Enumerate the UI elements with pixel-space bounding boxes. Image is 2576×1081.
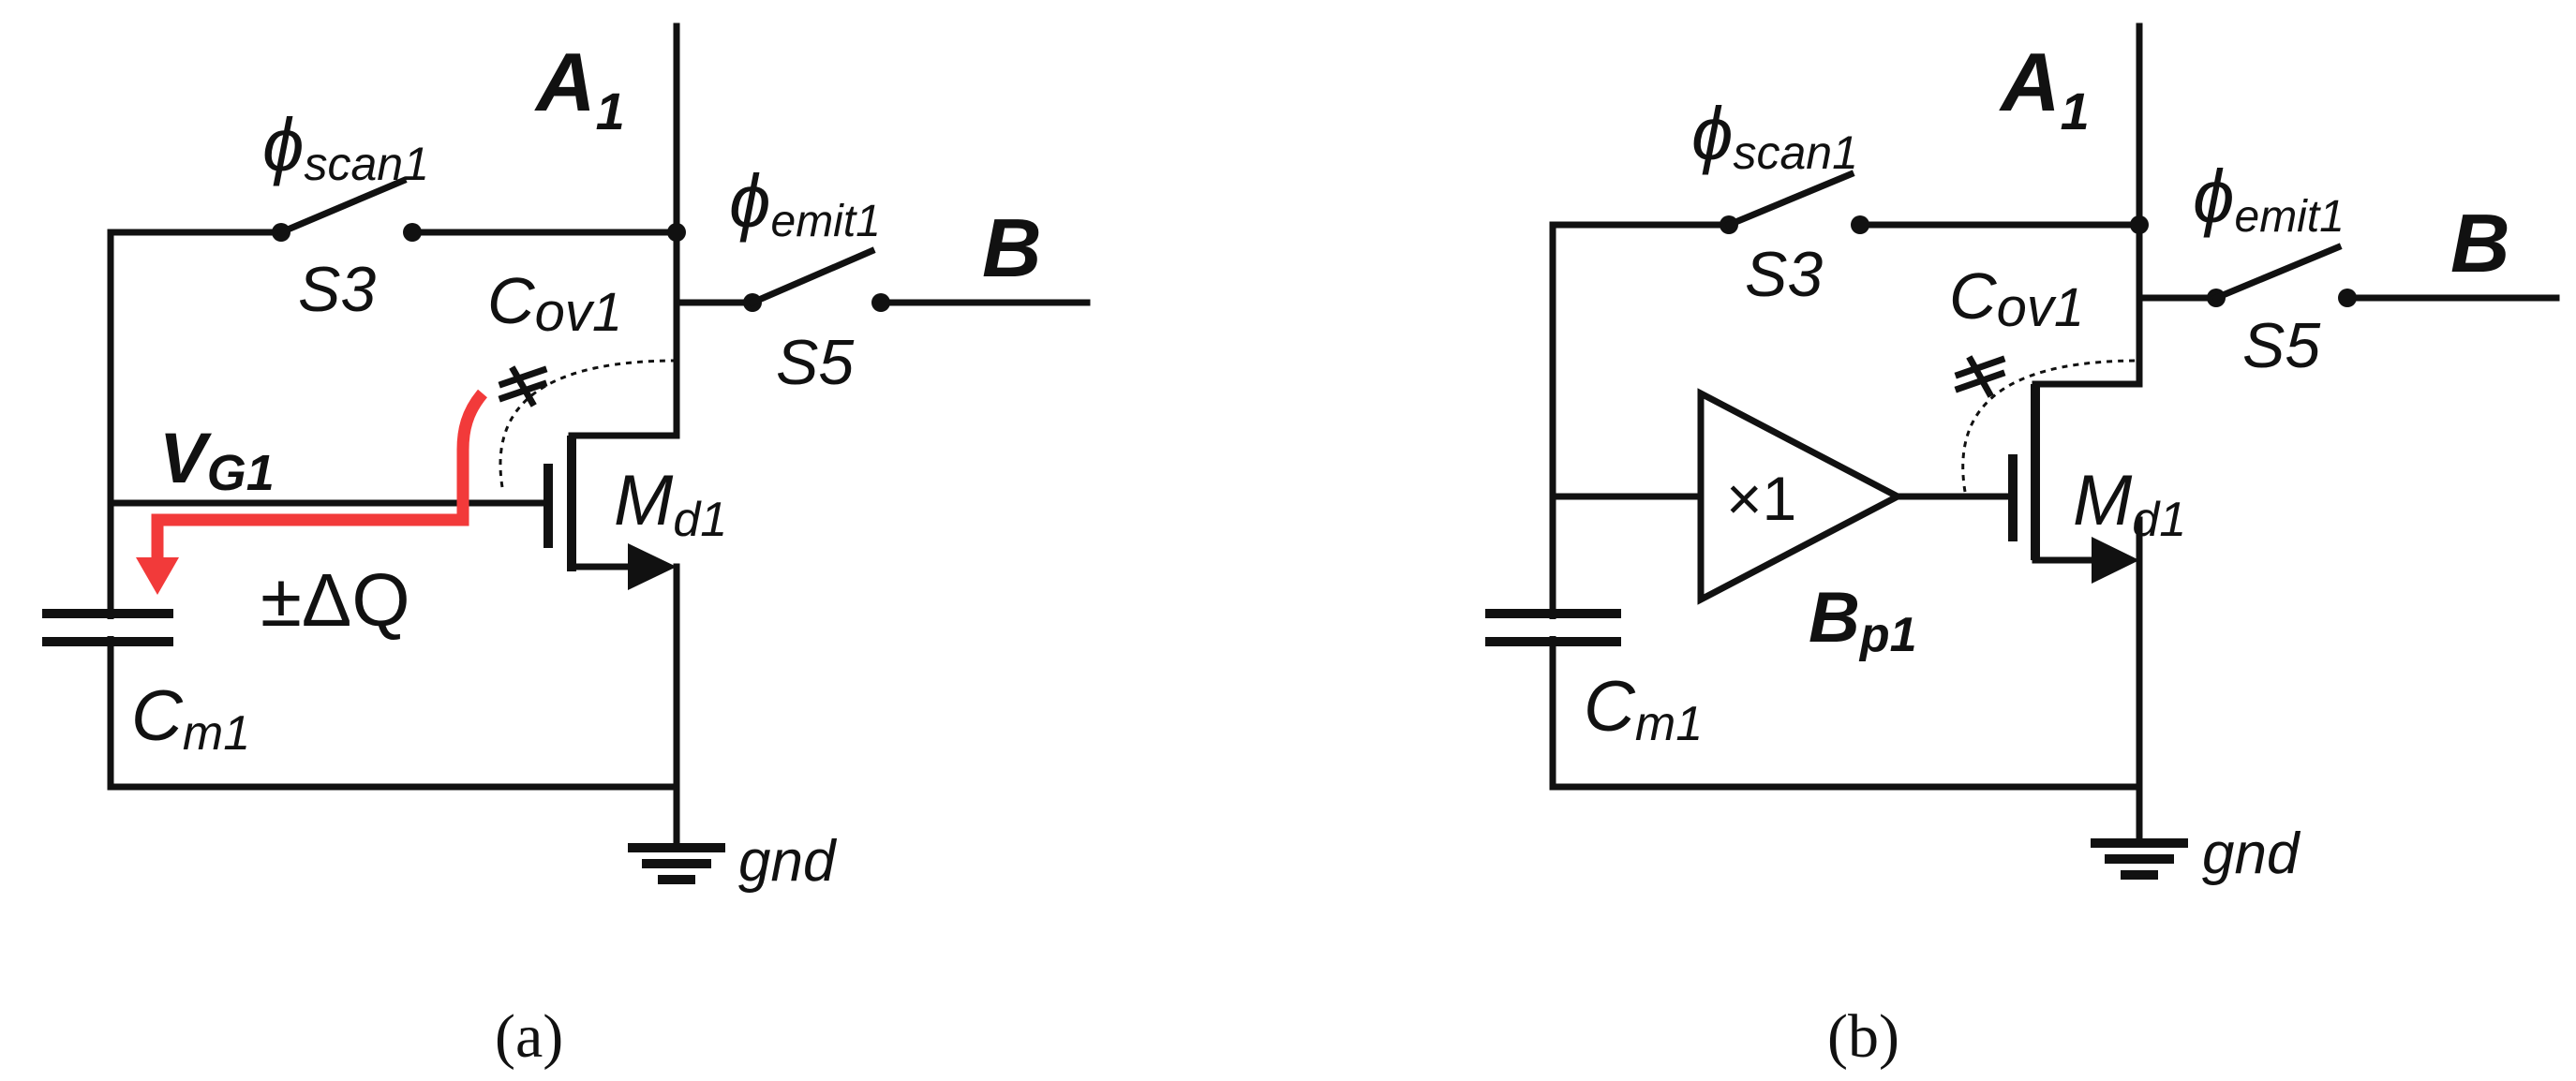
scan-phase-label: ϕscan1 bbox=[262, 103, 429, 190]
emit-phase-label: ϕemit1 bbox=[729, 159, 881, 246]
switch-s5-label: S5 bbox=[2242, 310, 2320, 381]
buffer-bp1 bbox=[1697, 388, 1905, 605]
switch-s5-label: S5 bbox=[776, 327, 854, 398]
panel-b-wires bbox=[1549, 22, 2560, 847]
cm1-label: Cm1 bbox=[1584, 667, 1703, 751]
caption-a: (a) bbox=[495, 1002, 563, 1071]
switch-s3-label: S3 bbox=[298, 254, 376, 325]
parasitic-cov1 bbox=[1954, 355, 2140, 493]
md1-label: Md1 bbox=[2073, 461, 2186, 547]
switch-s5 bbox=[743, 246, 890, 312]
node-a1-label: A1 bbox=[534, 36, 625, 141]
transistor-md1 bbox=[543, 432, 680, 590]
node-b-label: B bbox=[2450, 197, 2510, 289]
ground-symbol bbox=[628, 843, 725, 884]
capacitor-cm1 bbox=[1485, 609, 1621, 646]
junction-dot bbox=[667, 223, 686, 242]
panel-b: A1 ϕscan1 S3 ϕemit1 S5 B Cov1 ×1 Md1 Bp1… bbox=[1485, 22, 2560, 1071]
transistor-md1 bbox=[2008, 380, 2143, 584]
emit-phase-label: ϕemit1 bbox=[2193, 155, 2345, 242]
vg1-label: VG1 bbox=[159, 419, 275, 501]
panel-a: A1 ϕscan1 S3 ϕemit1 S5 B Cov1 VG1 Md1 ±Δ… bbox=[42, 22, 1091, 1071]
cov1-label: Cov1 bbox=[1949, 259, 2084, 338]
switch-s3 bbox=[272, 176, 422, 242]
capacitor-cm1 bbox=[42, 558, 173, 646]
switch-s5 bbox=[2207, 243, 2357, 307]
cov1-label: Cov1 bbox=[487, 264, 622, 343]
parasitic-cov1 bbox=[498, 359, 678, 488]
panel-a-labels: A1 ϕscan1 S3 ϕemit1 S5 B Cov1 VG1 Md1 ±Δ… bbox=[131, 36, 1042, 1071]
cm1-label: Cm1 bbox=[131, 676, 250, 761]
node-b-label: B bbox=[982, 201, 1042, 294]
gnd-label: gnd bbox=[738, 829, 838, 894]
md1-label: Md1 bbox=[614, 461, 727, 547]
node-a1-label: A1 bbox=[1999, 36, 2090, 141]
buffer-gain-label: ×1 bbox=[1726, 464, 1796, 533]
panel-a-wires bbox=[107, 22, 1091, 851]
ground-symbol bbox=[2091, 838, 2188, 880]
caption-b: (b) bbox=[1827, 1002, 1899, 1071]
junction-dot bbox=[2130, 215, 2149, 234]
switch-s3-label: S3 bbox=[1745, 239, 1823, 310]
charge-injection-arrow bbox=[136, 389, 488, 595]
switch-s3 bbox=[1720, 170, 1869, 234]
delta-q-label: ±ΔQ bbox=[261, 558, 410, 642]
gnd-label: gnd bbox=[2202, 822, 2301, 886]
bp1-label: Bp1 bbox=[1809, 578, 1917, 662]
panel-b-labels: A1 ϕscan1 S3 ϕemit1 S5 B Cov1 ×1 Md1 Bp1… bbox=[1584, 36, 2510, 1071]
scan-phase-label: ϕscan1 bbox=[1691, 92, 1858, 179]
